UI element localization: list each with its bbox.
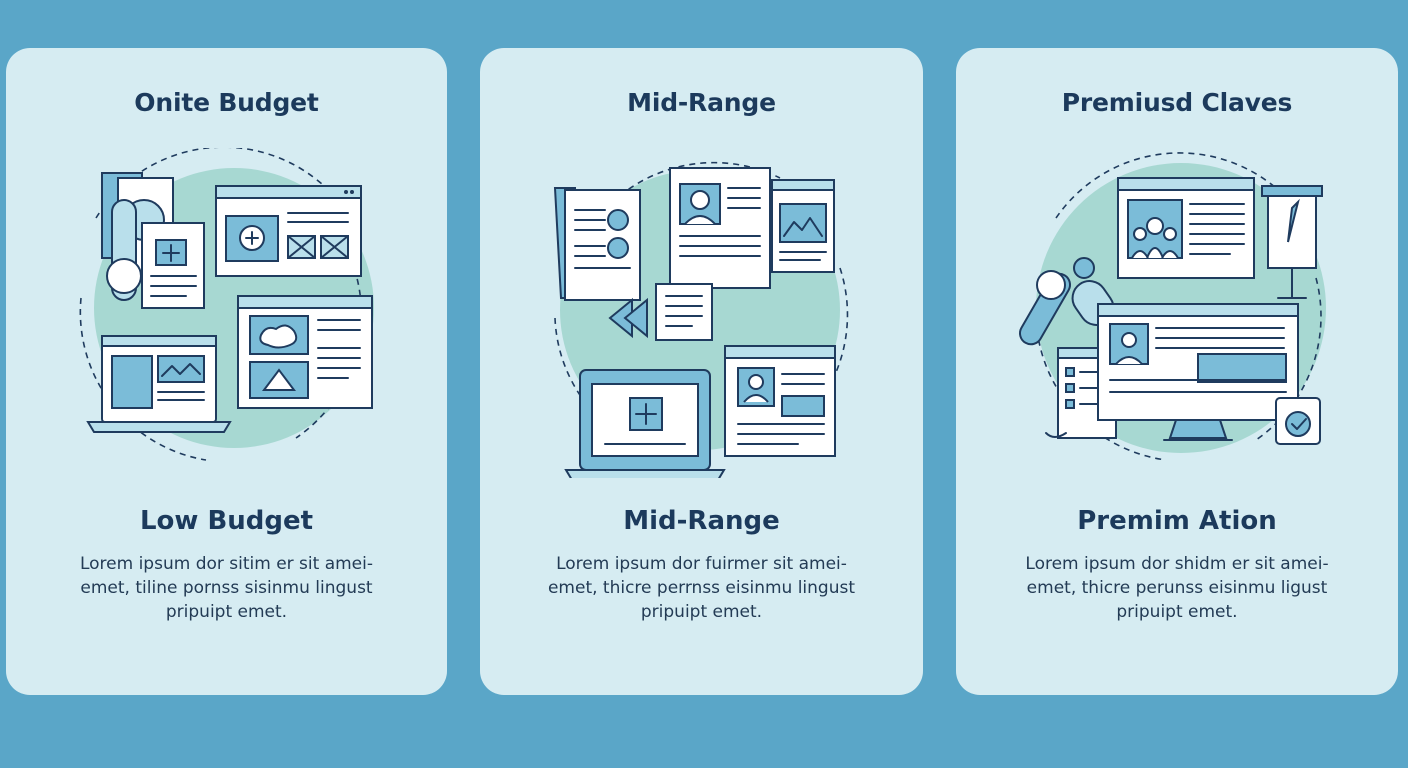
mid-range-illustration [553, 161, 849, 478]
description-line: Lorem ipsum dor sitim er sit amei- [79, 554, 374, 574]
description-line: Lorem ipsum dor shidm er sit amei- [1025, 554, 1329, 574]
browser-window-icon [215, 185, 362, 277]
pricing-card-low-budget: Onite Budget [6, 48, 447, 695]
card-subtitle: Low Budget [139, 506, 314, 536]
description-line: emet, thicre perunss eisinmu ligust [1026, 578, 1328, 598]
description-line: emet, thicre perrnss eisinmu lingust [547, 578, 856, 598]
document-icon [101, 172, 205, 309]
card-description: Lorem ipsum dor sitim er sit amei- emet,… [46, 552, 407, 624]
doctor-avatar-icon [669, 167, 771, 289]
browser-window-icon [724, 345, 836, 457]
play-icon [608, 297, 648, 339]
description-line: emet, tiline pornss sisinmu lingust [80, 578, 373, 598]
description-line: pripuipt emet. [640, 602, 763, 622]
low-budget-illustration [79, 148, 374, 461]
card-description: Lorem ipsum dor shidm er sit amei- emet,… [996, 552, 1358, 624]
card-subtitle: Premim Ation [1077, 506, 1277, 536]
description-line: Lorem ipsum dor fuirmer sit amei- [556, 554, 847, 574]
pricing-card-premium: Premiusd Claves [956, 48, 1398, 695]
card-title: Onite Budget [134, 88, 319, 117]
pricing-card-mid-range: Mid-Range [480, 48, 923, 695]
card-title: Premiusd Claves [1061, 88, 1293, 117]
browser-window-icon [1117, 177, 1255, 279]
description-line: pripuipt emet. [165, 602, 288, 622]
description-line: pripuipt emet. [1116, 602, 1238, 622]
laptop-icon [564, 369, 726, 478]
card-description: Lorem ipsum dor fuirmer sit amei- emet, … [520, 552, 883, 624]
browser-window-icon [771, 179, 835, 273]
card-subtitle: Mid-Range [623, 506, 780, 536]
checkmark-icon [1275, 397, 1321, 445]
easel-icon [1261, 185, 1323, 299]
document-icon [553, 187, 641, 301]
document-icon [655, 283, 713, 341]
card-title: Mid-Range [627, 88, 776, 117]
browser-window-icon [237, 295, 373, 409]
laptop-icon [86, 335, 232, 433]
monitor-icon [1097, 303, 1299, 441]
premium-illustration [1019, 152, 1326, 461]
